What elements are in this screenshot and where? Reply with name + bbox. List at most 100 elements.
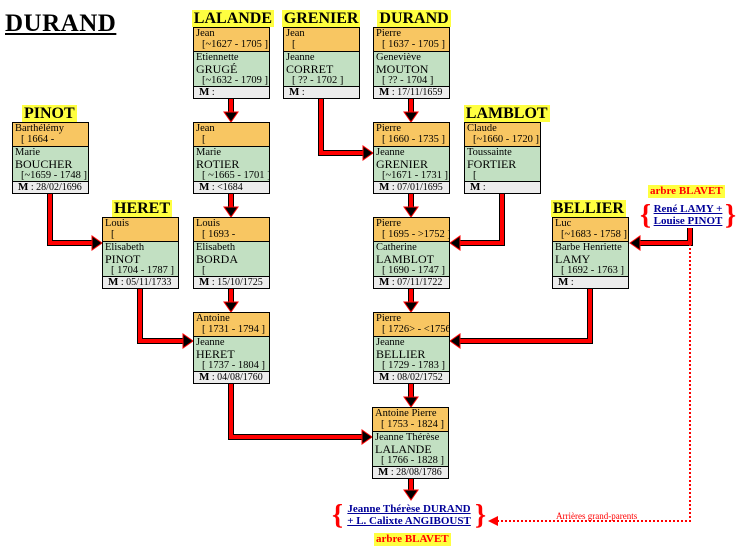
marriage-prefix: M [379, 276, 390, 288]
marriage-prefix: M [379, 371, 390, 383]
wife-section: Catherine LAMBLOT [ 1690 - 1747 ] [374, 242, 449, 277]
wife-surname: MOUTON [376, 62, 429, 76]
blavet-link-top[interactable]: { René LAMY + Louise PINOT } [640, 200, 736, 231]
marriage-row: M : 08/02/1752 [374, 372, 449, 383]
wife-first-name: Jeanne [286, 52, 315, 63]
husband-dates: [ 1731 - 1794 ] [202, 324, 265, 335]
husband-dates: [~1683 - 1758 ] [561, 229, 628, 240]
arrowhead-icon [91, 235, 103, 251]
wife-surname: ROTIER [196, 157, 240, 171]
marriage-date: : 28/02/1696 [30, 182, 82, 193]
wife-surname: FORTIER [467, 157, 517, 171]
husband-name: Barthélémy [15, 123, 64, 134]
couple-box: Pierre [ 1637 - 1705 ] Geneviève MOUTON … [373, 27, 450, 99]
wife-first-name: Jeanne [196, 337, 225, 348]
marriage-row: M : 07/11/1722 [374, 277, 449, 288]
wife-first-name: Jeanne [376, 147, 405, 158]
couple-box: Jean [ Marie ROTIER [ ~1665 - 1701 ] M :… [193, 122, 270, 194]
dotted-arrowhead-icon [488, 516, 498, 526]
wife-section: Etiennette GRUGÉ [~1632 - 1709 ] [194, 52, 269, 87]
marriage-row: M : 07/01/1695 [374, 182, 449, 193]
arrowhead-icon [223, 301, 239, 313]
marriage-date: : [570, 277, 574, 288]
marriage-prefix: M [379, 181, 390, 193]
family-name-label: LAMBLOT [463, 105, 550, 122]
wife-dates: [ ?? - 1704 ] [382, 75, 434, 86]
wife-dates: [ 1690 - 1747 ] [382, 265, 445, 276]
wife-dates: [~1671 - 1731 ] [382, 170, 449, 181]
arrowhead-icon [449, 235, 461, 251]
marriage-date: : 04/08/1760 [211, 372, 263, 383]
husband-section: Pierre [ 1695 - >1752 ] [374, 218, 449, 242]
left-brace-icon: { [332, 500, 344, 531]
arrowhead-icon [403, 489, 419, 501]
arrowhead-icon [403, 206, 419, 218]
arrowhead-icon [182, 333, 194, 349]
wife-section: Jeanne BELLIER [ 1729 - 1783 ] [374, 337, 449, 372]
husband-name: Pierre [376, 218, 402, 229]
arrowhead-icon [449, 333, 461, 349]
husband-dates: [ 1664 - [21, 134, 55, 145]
couple-box: Antoine [ 1731 - 1794 ] Jeanne HERET [ 1… [193, 312, 270, 384]
husband-section: Barthélémy [ 1664 - [13, 123, 88, 147]
marriage-row: M : 15/10/1725 [194, 277, 269, 288]
link-jeanne-therese-durand[interactable]: Jeanne Thérèse DURAND [347, 503, 471, 515]
arrowhead-icon [403, 301, 419, 313]
marriage-prefix: M [558, 276, 569, 288]
family-name-label: HERET [112, 200, 173, 217]
marriage-prefix: M [289, 86, 300, 98]
marriage-row: M : [553, 277, 628, 288]
marriage-date: : 15/10/1725 [211, 277, 263, 288]
couple-box: Pierre [ 1726> - <1756 ] Jeanne BELLIER … [373, 312, 450, 384]
marriage-prefix: M [108, 276, 119, 288]
wife-dates: [~1659 - 1748 ] [21, 170, 88, 181]
couple-box: Luc [~1683 - 1758 ] Barbe Henriette LAMY… [552, 217, 629, 289]
wife-surname: BOUCHER [15, 157, 73, 171]
arrowhead-icon [629, 235, 641, 251]
couple-box: Louis [ Elisabeth PINOT [ 1704 - 1787 ] … [102, 217, 179, 289]
wife-first-name: Geneviève [376, 52, 421, 63]
husband-section: Antoine Pierre [ 1753 - 1824 ] [373, 408, 448, 432]
wife-section: Jeanne GRENIER [~1671 - 1731 ] [374, 147, 449, 182]
marriage-date: : 07/01/1695 [391, 182, 443, 193]
couple-box: Louis [ 1693 - Elisabeth BORDA [ M : 15/… [193, 217, 270, 289]
wife-surname: BELLIER [376, 347, 426, 361]
marriage-date: : 28/08/1786 [390, 467, 442, 478]
blavet-tree-label-bottom: arbre BLAVET [374, 533, 451, 546]
descendant-link[interactable]: { Jeanne Thérèse DURAND + L. Calixte ANG… [332, 500, 486, 531]
husband-name: Jean [196, 28, 215, 39]
wife-section: Elisabeth PINOT [ 1704 - 1787 ] [103, 242, 178, 277]
wife-dates: [ ~1665 - 1701 ] [202, 170, 269, 181]
left-brace-icon: { [640, 200, 652, 231]
marriage-date: : <1684 [211, 182, 243, 193]
link-calixte-angiboust[interactable]: + L. Calixte ANGIBOUST [347, 515, 471, 527]
marriage-prefix: M [18, 181, 29, 193]
dotted-connector [498, 232, 691, 522]
marriage-row: M : 28/02/1696 [13, 182, 88, 193]
wife-dates: [ 1766 - 1828 ] [381, 455, 444, 466]
wife-surname: PINOT [105, 252, 141, 266]
jheret-to-final-line [229, 384, 363, 439]
wife-section: Toussainte FORTIER [ [465, 147, 540, 182]
right-brace-icon: } [474, 500, 486, 531]
wife-section: Jeanne CORRET [ ?? - 1702 ] [284, 52, 359, 87]
link-rene-lamy[interactable]: René LAMY + [653, 203, 723, 215]
wife-section: Elisabeth BORDA [ [194, 242, 269, 277]
wife-dates: [ 1737 - 1804 ] [202, 360, 265, 371]
wife-first-name: Catherine [376, 242, 417, 253]
wife-dates: [ 1729 - 1783 ] [382, 360, 445, 371]
husband-dates: [ [292, 39, 296, 50]
right-brace-icon: } [724, 200, 736, 231]
wife-first-name: Jeanne [376, 337, 405, 348]
couple-box: Barthélémy [ 1664 - Marie BOUCHER [~1659… [12, 122, 89, 194]
wife-section: Marie BOUCHER [~1659 - 1748 ] [13, 147, 88, 182]
couple-box: Jean [ Jeanne CORRET [ ?? - 1702 ] M : [283, 27, 360, 99]
marriage-date: : [211, 87, 215, 98]
marriage-row: M : 28/08/1786 [373, 467, 448, 478]
link-louise-pinot[interactable]: Louise PINOT [653, 215, 723, 227]
wife-first-name: Elisabeth [196, 242, 236, 253]
husband-name: Pierre [376, 313, 402, 324]
wife-first-name: Elisabeth [105, 242, 145, 253]
husband-section: Jean [ [284, 28, 359, 52]
husband-name: Pierre [376, 28, 402, 39]
